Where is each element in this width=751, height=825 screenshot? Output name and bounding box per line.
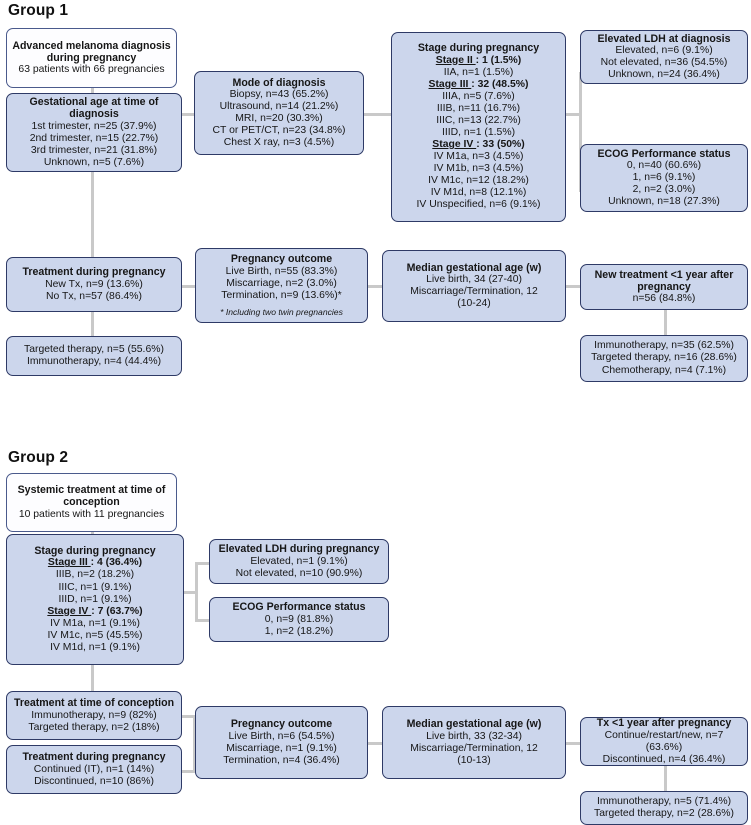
g1-mode-of-diagnosis-box: Mode of diagnosis Biopsy, n=43 (65.2%) U…	[194, 71, 364, 155]
g1-stage-4: Stage IV : 33 (50%)	[432, 139, 525, 151]
g2-median-gestational-age-box: Median gestational age (w) Live birth, 3…	[382, 706, 566, 779]
g2-ldh-box: Elevated LDH during pregnancy Elevated, …	[209, 539, 389, 584]
connector-g1-newtx-to-types	[664, 310, 667, 335]
g2-treatment-during-pregnancy-box: Treatment during pregnancy Continued (IT…	[6, 745, 182, 794]
connector-g1-outcome-to-median	[368, 285, 382, 288]
g2-tx-after-pregnancy-box: Tx <1 year after pregnancy Continue/rest…	[580, 717, 748, 766]
connector-g1-mode-to-stage	[364, 113, 391, 116]
connector-g2-stage-to-bracket	[184, 591, 198, 594]
g2-entry-box: Systemic treatment at time of conception…	[6, 473, 177, 532]
connector-g2-tx-to-types	[664, 766, 667, 791]
g2-stage-4: Stage IV : 7 (63.7%)	[47, 605, 143, 617]
g2-ecog-box: ECOG Performance status 0, n=9 (81.8%) 1…	[209, 597, 389, 642]
connector-g2-stage-to-treatment	[91, 665, 94, 693]
g1-pregnancy-outcome-box: Pregnancy outcome Live Birth, n=55 (83.3…	[195, 248, 368, 323]
g2-tx-after-types-box: Immunotherapy, n=5 (71.4%) Targeted ther…	[580, 791, 748, 825]
connector-g1-gestational-to-mode	[182, 113, 194, 116]
connector-g2-bracket-vertical	[195, 562, 198, 622]
g1-stage-3: Stage III : 32 (48.5%)	[428, 78, 529, 90]
connector-g2-during-to-bracket	[182, 770, 195, 773]
g1-gestational-age-box: Gestational age at time of diagnosis 1st…	[6, 93, 182, 172]
g1-new-treatment-box: New treatment <1 year after pregnancy n=…	[580, 264, 748, 310]
g1-stage-2: Stage II : 1 (1.5%)	[435, 54, 522, 66]
connector-g1-gestational-to-treatment	[91, 172, 94, 257]
g2-stage-during-pregnancy-box: Stage during pregnancy Stage III : 4 (36…	[6, 534, 184, 665]
g1-new-treatment-types-box: Immunotherapy, n=35 (62.5%) Targeted the…	[580, 335, 748, 382]
group-1-title: Group 1	[8, 2, 69, 19]
connector-g2-bracket-to-ecog	[195, 619, 210, 622]
connector-g2-outcome-to-median	[368, 742, 382, 745]
g1-treatment-types-box: Targeted therapy, n=5 (55.6%) Immunother…	[6, 336, 182, 376]
g1-ldh-box: Elevated LDH at diagnosis Elevated, n=6 …	[580, 30, 748, 84]
g1-median-gestational-age-box: Median gestational age (w) Live birth, 3…	[382, 250, 566, 322]
connector-g2-median-to-tx	[566, 742, 580, 745]
g1-treatment-during-pregnancy-box: Treatment during pregnancy New Tx, n=9 (…	[6, 257, 182, 312]
connector-g1-treatment-to-types	[91, 312, 94, 336]
g1-entry-box: Advanced melanoma diagnosis during pregn…	[6, 28, 177, 88]
connector-g1-median-to-newtx	[566, 285, 580, 288]
connector-g2-conception-to-bracket	[182, 715, 195, 718]
g2-stage-3: Stage III : 4 (36.4%)	[47, 557, 143, 569]
connector-g1-bracket-vertical	[579, 72, 582, 192]
g2-pregnancy-outcome-box: Pregnancy outcome Live Birth, n=6 (54.5%…	[195, 706, 368, 779]
group-2-title: Group 2	[8, 449, 69, 466]
connector-g2-bracket-to-ldh	[195, 562, 210, 565]
connector-g1-stage-to-bracket	[566, 113, 579, 116]
g2-treatment-at-conception-box: Treatment at time of conception Immunoth…	[6, 691, 182, 740]
g1-stage-during-pregnancy-box: Stage during pregnancy Stage II : 1 (1.5…	[391, 32, 566, 222]
connector-g1-treatment-to-outcome	[182, 285, 195, 288]
g1-ecog-box: ECOG Performance status 0, n=40 (60.6%) …	[580, 144, 748, 212]
